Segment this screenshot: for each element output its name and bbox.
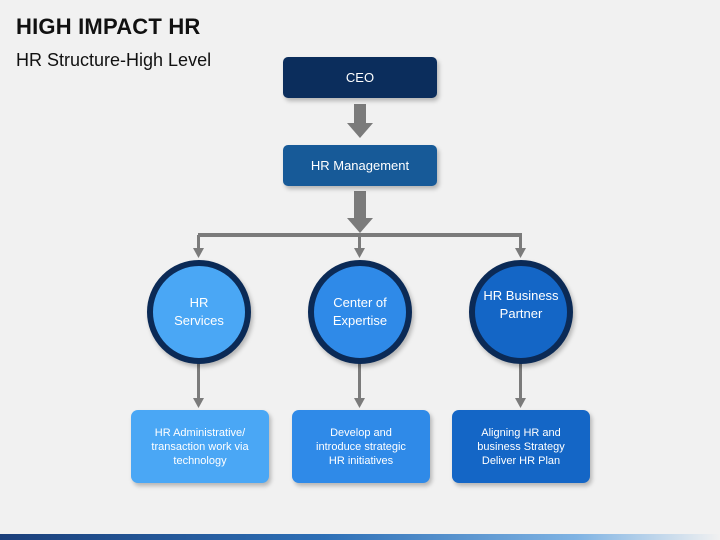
page-subtitle: HR Structure-High Level <box>16 50 212 70</box>
mgmt-arrow-head <box>347 218 373 233</box>
box-text-line: Deliver HR Plan <box>481 454 561 467</box>
box-text-line: Aligning HR and <box>481 426 561 439</box>
box-text-line: HR Administrative/ <box>154 426 246 439</box>
ceo-label: CEO <box>345 70 375 85</box>
drop-head-2 <box>354 248 365 258</box>
circle-label-line: Partner <box>499 306 543 321</box>
box-text-line: introduce strategic <box>316 440 406 453</box>
hr-business-partner-description-box: Aligning HR and business Strategy Delive… <box>452 410 590 483</box>
hr-management-label: HR Management <box>310 158 410 173</box>
center-of-expertise-description-box: Develop and introduce strategic HR initi… <box>292 410 430 483</box>
ceo-arrow-shaft <box>354 104 366 124</box>
circle-to-box-line-3 <box>519 363 522 399</box>
box-text-line: business Strategy <box>477 440 565 453</box>
circle-to-box-head-3 <box>515 398 526 408</box>
box-text-line: technology <box>173 454 227 467</box>
circle-label-line: HR Business <box>483 288 559 303</box>
circle-to-box-head-2 <box>354 398 365 408</box>
ceo-node: CEO <box>283 57 437 98</box>
drop-line-1 <box>197 235 200 249</box>
box-text-line: transaction work via <box>151 440 249 453</box>
circle-label-line: HR <box>189 295 209 310</box>
hr-services-circle: HR Services <box>147 260 251 364</box>
ceo-arrow-head <box>347 123 373 138</box>
footer-gradient-bar <box>0 534 720 540</box>
hr-business-partner-circle: HR Business Partner <box>469 260 573 364</box>
circle-to-box-head-1 <box>193 398 204 408</box>
center-of-expertise-circle: Center of Expertise <box>308 260 412 364</box>
hr-management-node: HR Management <box>283 145 437 186</box>
circle-label-line: Expertise <box>332 313 388 328</box>
hr-services-description-box: HR Administrative/ transaction work via … <box>131 410 269 483</box>
circle-to-box-line-1 <box>197 363 200 399</box>
circle-to-box-line-2 <box>358 363 361 399</box>
page-title: HIGH IMPACT HR <box>16 14 201 39</box>
circle-label-line: Center of <box>333 295 387 310</box>
drop-head-3 <box>515 248 526 258</box>
circle-label-line: Services <box>174 313 224 328</box>
box-text-line: HR initiatives <box>328 454 394 467</box>
mgmt-arrow-shaft <box>354 191 366 219</box>
box-text-line: Develop and <box>330 426 392 439</box>
drop-line-3 <box>519 235 522 249</box>
drop-line-2 <box>358 235 361 249</box>
drop-head-1 <box>193 248 204 258</box>
